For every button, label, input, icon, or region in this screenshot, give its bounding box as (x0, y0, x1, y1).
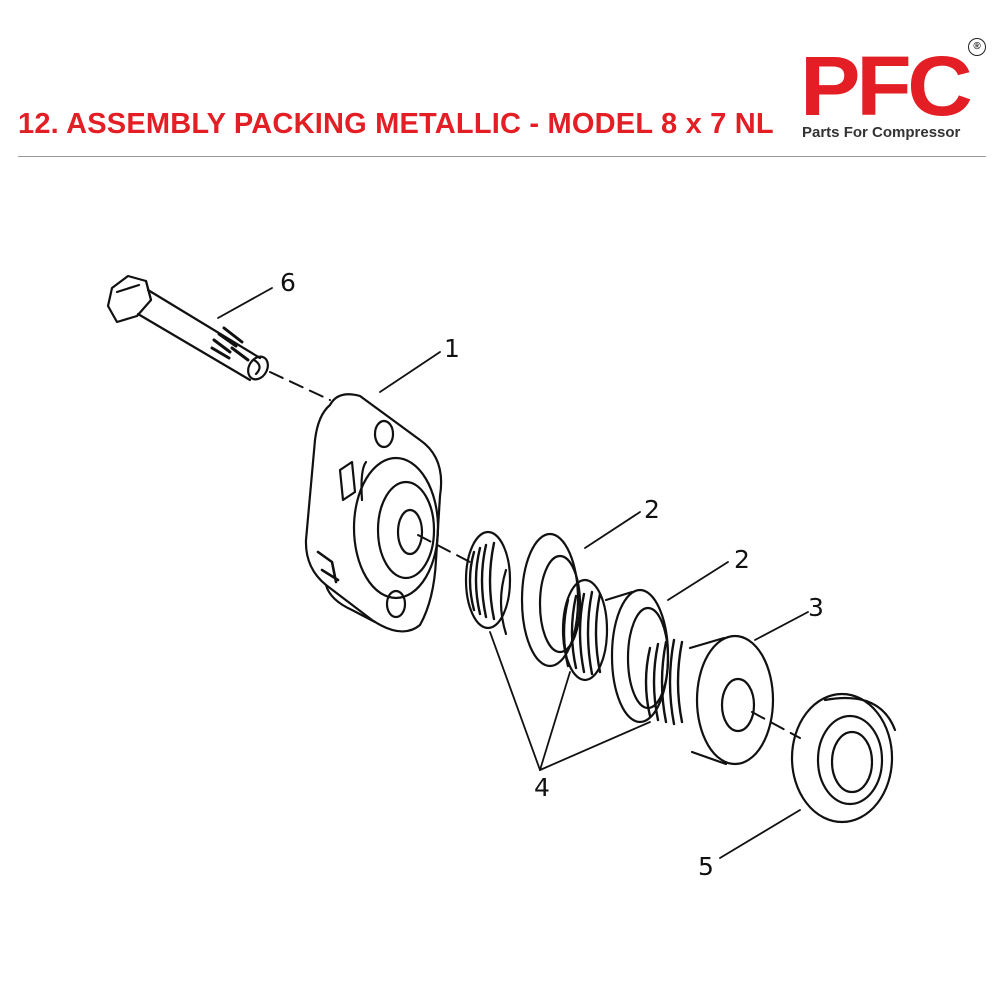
title-divider (18, 156, 986, 157)
registered-mark: ® (968, 38, 986, 56)
part-cup-washer (790, 692, 897, 824)
callout-2a: 2 (644, 495, 660, 524)
callout-6: 6 (280, 268, 296, 297)
pfc-logo: PFC (800, 39, 973, 133)
part-packing-ring-1 (464, 530, 582, 668)
callout-3: 3 (808, 593, 824, 622)
part-flange (304, 393, 443, 633)
callout-2b: 2 (734, 545, 750, 574)
part-packing-ring-3 (644, 634, 775, 766)
part-bolt (106, 274, 269, 382)
callout-5: 5 (698, 852, 714, 881)
leader-lines (217, 287, 809, 859)
page-title: 12. ASSEMBLY PACKING METALLIC - MODEL 8 … (18, 108, 774, 140)
logo-tagline: Parts For Compressor (802, 124, 961, 141)
callout-4: 4 (534, 773, 550, 802)
callout-1: 1 (444, 334, 460, 363)
centre-line (269, 371, 801, 739)
